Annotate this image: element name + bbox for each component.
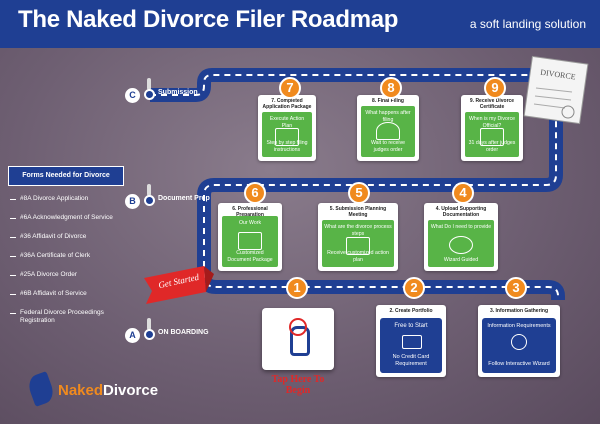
stage-top-text: When is my Divorce Official?: [468, 116, 516, 129]
step-badge-8: 8: [380, 77, 402, 99]
calendar-icon: [480, 128, 504, 146]
form-item: #6B Affidavit of Service: [10, 290, 140, 309]
form-item: #36A Certificate of Clerk: [10, 252, 140, 271]
stage-top-text: Information Requirements: [487, 323, 551, 329]
logo-text-naked: Naked: [58, 382, 104, 399]
stage-top-text: What Do I need to provide: [430, 224, 492, 230]
gear-icon: [449, 236, 473, 254]
header-bar: The Naked Divorce Filer Roadmap a soft l…: [0, 0, 600, 48]
form-item: Federal Divorce Proceedings Registration: [10, 309, 140, 328]
no-credit-card-icon: [402, 335, 422, 349]
stage-title: 5. Submission Planning Meeting: [329, 206, 387, 218]
stage-top-text: What are the divorce process steps: [324, 224, 392, 237]
milestone-label: Submission: [158, 89, 198, 96]
stage-title: 3. Information Gathering: [489, 308, 549, 314]
get-started-ribbon[interactable]: [144, 266, 214, 304]
stage-top-text: Free to Start: [394, 323, 428, 329]
stage-bottom-text: Step by step filing instructions: [266, 140, 308, 153]
form-item: #25A Divorce Order: [10, 271, 140, 290]
stage-bottom-text: Follow Interactive Wizard: [488, 361, 550, 367]
page-subtitle: a soft landing solution: [469, 17, 586, 31]
stage-9-card[interactable]: 9. Receive Divorce Certificate When is m…: [461, 95, 523, 161]
step-badge-7: 7: [279, 77, 301, 99]
milestone-letter: A: [125, 328, 140, 343]
milestone-label: ON BOARDING: [158, 329, 209, 336]
stage-title: 8. Final Filing: [372, 98, 404, 104]
stage-8-card[interactable]: 8. Final Filing What happens after filin…: [357, 95, 419, 161]
stage-title: 4. Upload Supporting Documentation: [435, 206, 487, 218]
gavel-icon: [376, 122, 400, 140]
step-badge-3: 3: [505, 277, 527, 299]
stage-bottom-text: No Credit Card Requirement: [392, 354, 430, 367]
stage-top-text: Our Work: [238, 220, 262, 226]
step-badge-1: 1: [286, 277, 308, 299]
stage-bottom-text: 31 days after judges order: [468, 140, 516, 153]
step-badge-4: 4: [452, 182, 474, 204]
document-icon: [238, 232, 262, 250]
step-badge-5: 5: [348, 182, 370, 204]
milestone-letter: B: [125, 194, 140, 209]
form-item: #8A Divorce Application: [10, 195, 140, 214]
form-item: #6A Acknowledgment of Service: [10, 214, 140, 233]
forms-title: Forms Needed for Divorce: [8, 166, 124, 186]
step-badge-9: 9: [484, 77, 506, 99]
stage-title: 2. Create Portfolio: [389, 308, 433, 314]
people-icon: [346, 237, 370, 255]
stage-6-card[interactable]: 6. Professional Preparation Our Work Cus…: [218, 203, 282, 271]
page-title: The Naked Divorce Filer Roadmap: [18, 6, 399, 33]
stage-7-card[interactable]: 7. Completed Application Package Execute…: [258, 95, 316, 161]
logo-text-divorce: Divorce: [103, 382, 159, 399]
stage-title: 9. Receive Divorce Certificate: [469, 98, 515, 110]
forms-list: #8A Divorce Application #6A Acknowledgme…: [10, 195, 140, 328]
stage-2-card[interactable]: 2. Create Portfolio Free to Start No Cre…: [376, 305, 446, 377]
stage-top-text: What happens after filing: [365, 110, 411, 123]
stage-bottom-text: Wizard Guided: [443, 256, 479, 263]
milestone-letter: C: [125, 88, 140, 103]
figure-logo-icon: [25, 371, 57, 407]
stage-title: 7. Completed Application Package: [262, 98, 312, 110]
naked-divorce-logo: NakedDivorce: [25, 371, 168, 408]
checklist-icon: [275, 128, 299, 146]
stage-bottom-text: Wait to receive judges order: [370, 140, 406, 153]
stage-title: 6. Professional Preparation: [232, 206, 268, 218]
tap-here-card[interactable]: [262, 308, 334, 370]
certificate-icon: [523, 55, 589, 125]
stage-5-card[interactable]: 5. Submission Planning Meeting What are …: [318, 203, 398, 271]
milestone-label: Document Prep: [158, 195, 210, 202]
step-badge-2: 2: [403, 277, 425, 299]
stage-top-text: Execute Action Plan: [269, 116, 305, 129]
stage-4-card[interactable]: 4. Upload Supporting Documentation What …: [424, 203, 498, 271]
stage-bottom-text: Receive customized action plan: [327, 250, 389, 263]
tap-ring-icon: [289, 318, 307, 336]
stage-3-card[interactable]: 3. Information Gathering Information Req…: [478, 305, 560, 377]
step-badge-6: 6: [244, 182, 266, 204]
form-item: #36 Affidavit of Divorce: [10, 233, 140, 252]
stage-bottom-text: Customized Document Package: [227, 250, 273, 263]
fingerprint-icon: [511, 334, 527, 350]
tap-here-label[interactable]: Tap Here To Begin: [271, 374, 325, 396]
